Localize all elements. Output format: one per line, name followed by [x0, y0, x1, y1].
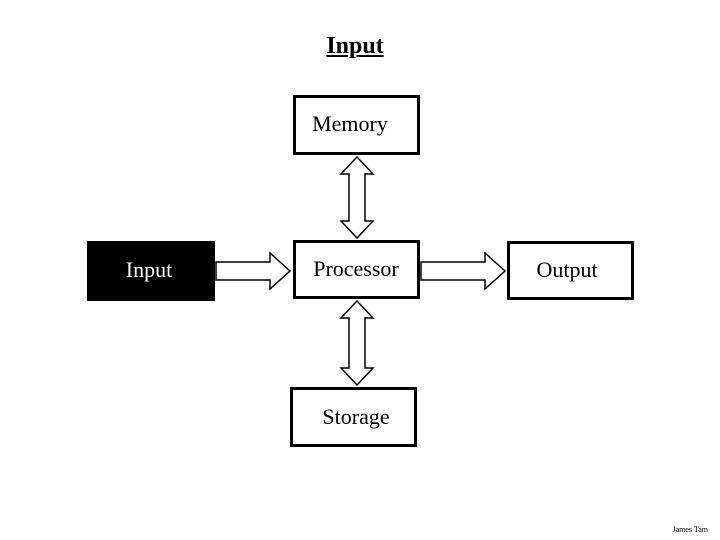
storage-label: Storage [322, 404, 389, 429]
input-label: Input [126, 257, 172, 282]
processor-to-output-arrow [420, 251, 507, 291]
storage-node: Storage [290, 387, 417, 447]
input-node: Input [87, 241, 215, 301]
slide-title: Input [326, 33, 384, 59]
memory-processor-double-arrow [339, 155, 375, 240]
memory-label: Memory [312, 111, 388, 136]
input-to-processor-arrow [215, 251, 292, 291]
output-node: Output [507, 241, 634, 300]
processor-label: Processor [313, 256, 399, 281]
output-label: Output [536, 257, 597, 282]
author-credit: James Tam [672, 525, 708, 534]
memory-node: Memory [293, 95, 420, 155]
processor-node: Processor [293, 240, 420, 299]
processor-storage-double-arrow [339, 299, 375, 387]
